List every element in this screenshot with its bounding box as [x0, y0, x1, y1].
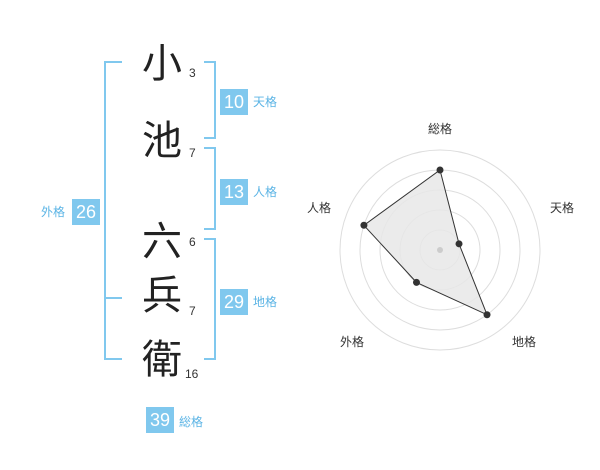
stroke-count-5: 16	[185, 367, 199, 381]
radar-center-dot	[437, 247, 443, 253]
name-char-3: 六	[142, 219, 182, 265]
radar-axis-label-chikaku: 地格	[512, 334, 536, 349]
tenkaku-bracket	[204, 61, 216, 139]
jinkaku-label: 人格	[253, 185, 278, 199]
stroke-count-1: 3	[189, 66, 196, 80]
soukaku-label: 総格	[179, 415, 204, 429]
radar-polygon	[363, 169, 488, 316]
radar-ring	[339, 149, 541, 351]
radar-point	[360, 221, 368, 229]
soukaku-value-badge: 39	[146, 407, 174, 433]
chikaku-value-badge: 29	[220, 289, 248, 315]
gaikaku-bracket-tick	[104, 297, 122, 299]
name-char-1: 小	[142, 41, 182, 87]
radar-point	[412, 278, 420, 286]
radar-axis-label-jinkaku: 人格	[307, 200, 331, 215]
radar-point	[455, 240, 463, 248]
gaikaku-label: 外格	[41, 205, 66, 219]
tenkaku-value-badge: 10	[220, 89, 248, 115]
stroke-count-4: 7	[189, 304, 196, 318]
name-char-5: 衛	[142, 337, 182, 383]
chikaku-bracket	[204, 238, 216, 360]
stroke-count-3: 6	[189, 235, 196, 249]
jinkaku-bracket	[204, 147, 216, 230]
radar-point	[436, 166, 444, 174]
gaikaku-value-badge: 26	[72, 199, 100, 225]
radar-axis-label-soukaku: 総格	[428, 121, 452, 136]
radar-points	[360, 166, 491, 319]
name-char-4: 兵	[142, 273, 182, 319]
chikaku-label: 地格	[253, 295, 278, 309]
name-char-2: 池	[142, 118, 182, 164]
stroke-count-2: 7	[189, 146, 196, 160]
jinkaku-value-badge: 13	[220, 179, 248, 205]
radar-axis-label-tenkaku: 天格	[550, 200, 574, 215]
radar-axis-label-gaikaku: 外格	[340, 334, 364, 349]
radar-point	[483, 311, 491, 319]
tenkaku-label: 天格	[253, 95, 278, 109]
gaikaku-bracket	[104, 61, 122, 360]
